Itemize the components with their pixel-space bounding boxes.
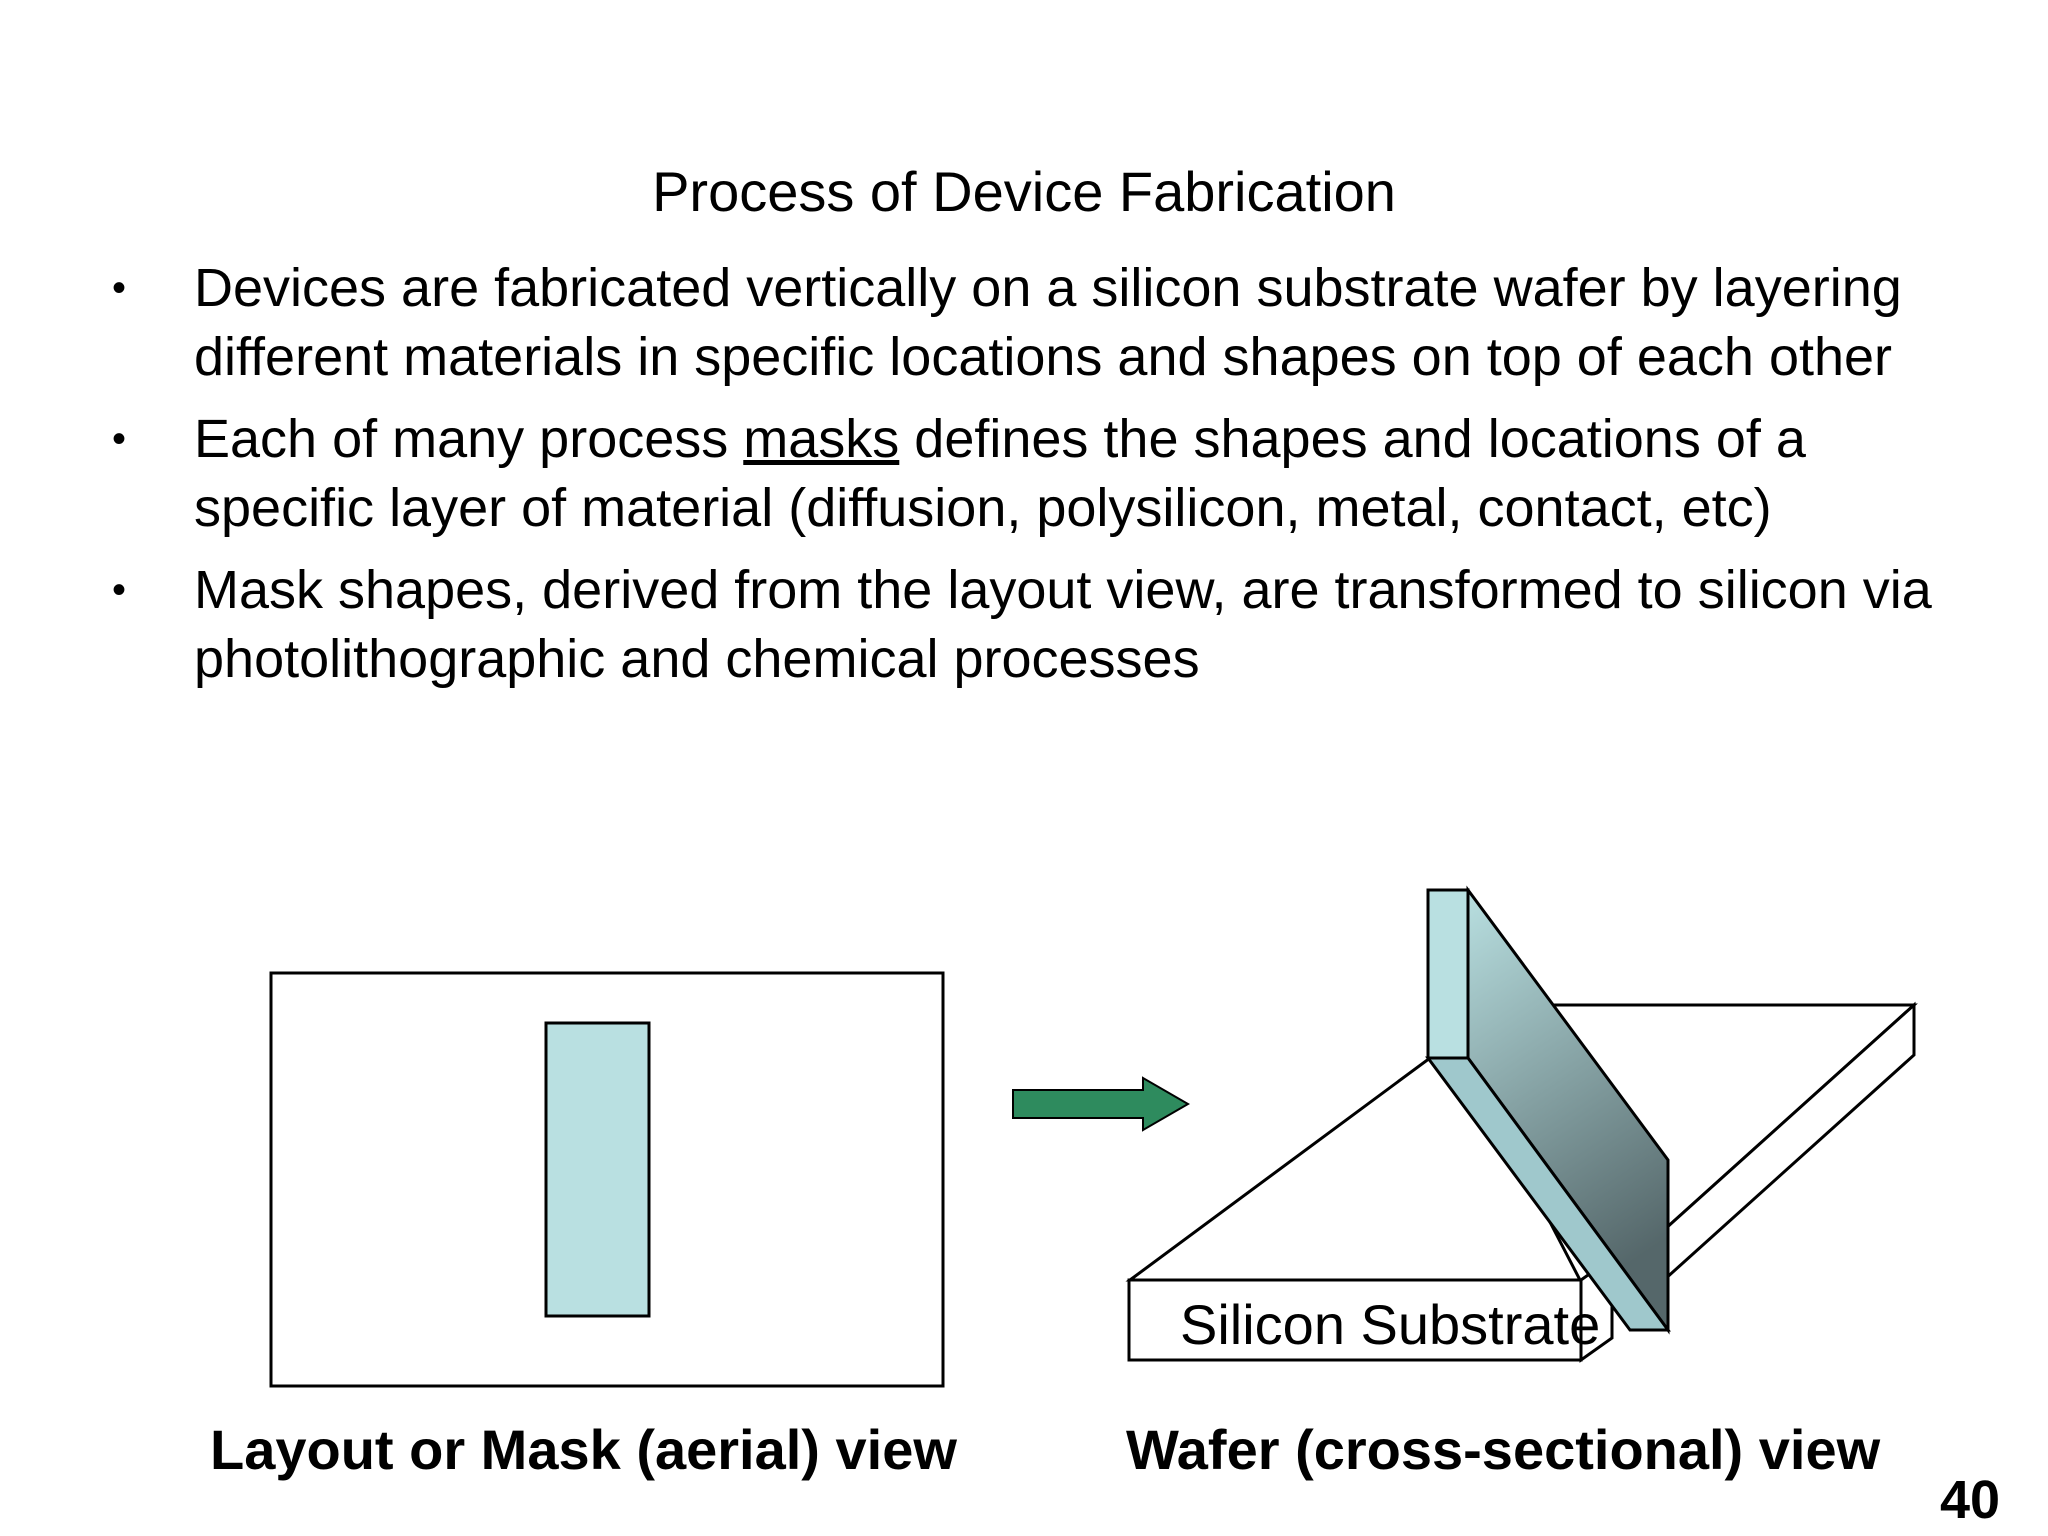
- bullet-icon: •: [112, 417, 127, 461]
- substrate-front-face: [1127, 1278, 1583, 1362]
- bullet-text: Devices are fabricated vertically on a s…: [194, 258, 1902, 387]
- slide-title: Process of Device Fabrication: [652, 160, 1396, 223]
- bullet-text: Mask shapes, derived from the layout vie…: [194, 560, 1932, 689]
- bullet-text-after: defines the shapes and locations of a sp…: [194, 409, 1806, 538]
- bullet-item: • Each of many process masks defines the…: [0, 405, 1994, 543]
- bullet-icon: •: [112, 568, 127, 612]
- bullet-text-before: Each of many process: [194, 409, 744, 469]
- bullet-item: • Mask shapes, derived from the layout v…: [0, 556, 1994, 694]
- page-number: 40: [1940, 1470, 2001, 1530]
- bullet-item: • Devices are fabricated vertically on a…: [0, 254, 1994, 392]
- layer-slab-top: [1426, 888, 1470, 1060]
- layer-slab-front: [1425, 1056, 1671, 1332]
- substrate-label: Silicon Substrate: [1180, 1293, 1601, 1356]
- caption-wafer-view: Wafer (cross-sectional) view: [1126, 1418, 1881, 1481]
- bullet-text-underlined: masks: [743, 409, 900, 469]
- bullet-list: • Devices are fabricated vertically on a…: [0, 254, 1994, 707]
- bullet-icon: •: [112, 266, 127, 310]
- arrow-right-icon: [1012, 1076, 1190, 1132]
- mask-shape: [544, 1021, 651, 1318]
- caption-layout-view: Layout or Mask (aerial) view: [210, 1418, 957, 1481]
